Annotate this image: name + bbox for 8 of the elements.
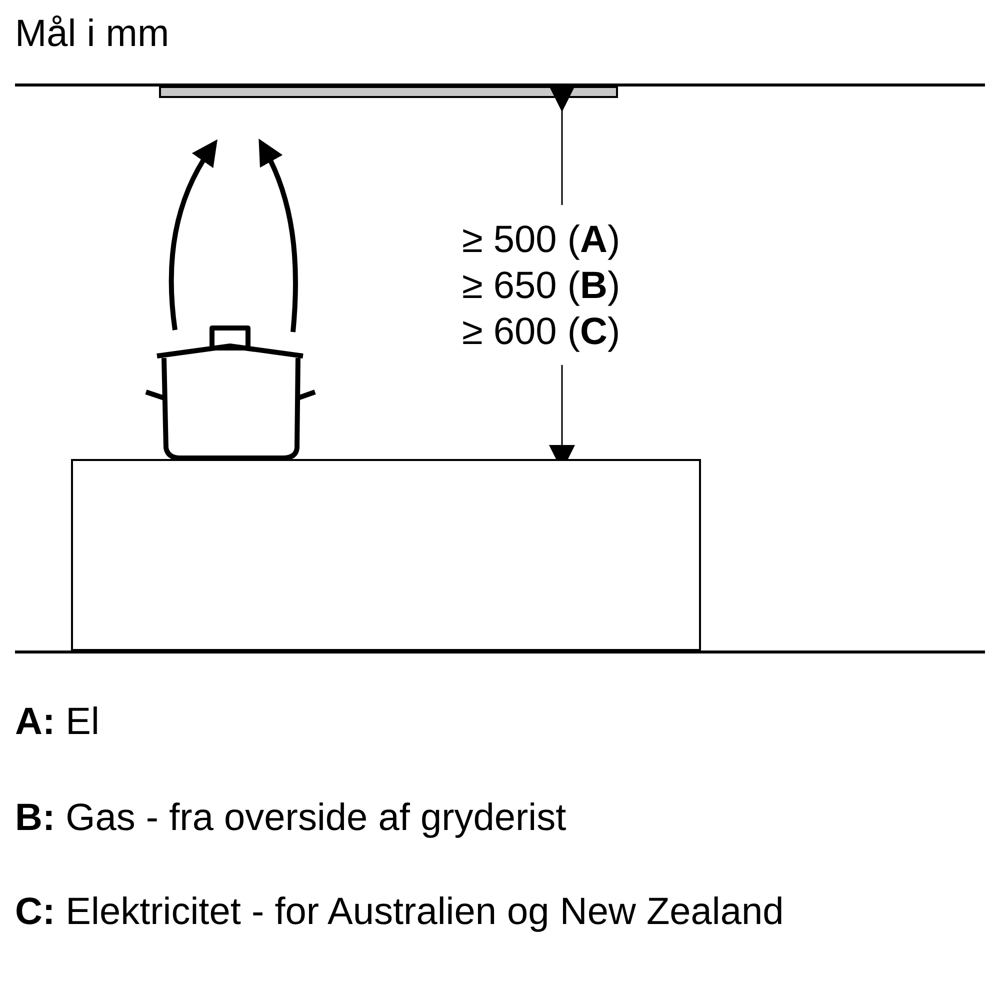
title: Mål i mm: [15, 12, 170, 56]
dimension-label: ≥ 500 (A): [462, 218, 622, 262]
dimension-label: ≥ 600 (C): [462, 310, 622, 354]
legend-note: C: Elektricitet - for Australien og New Zealand: [15, 890, 785, 935]
legend-note: B: Gas - fra overside af gryderist: [15, 796, 568, 841]
dimension-label: ≥ 650 (B): [462, 264, 622, 308]
legend-note: A: El: [15, 700, 100, 745]
countertop: [71, 459, 701, 651]
